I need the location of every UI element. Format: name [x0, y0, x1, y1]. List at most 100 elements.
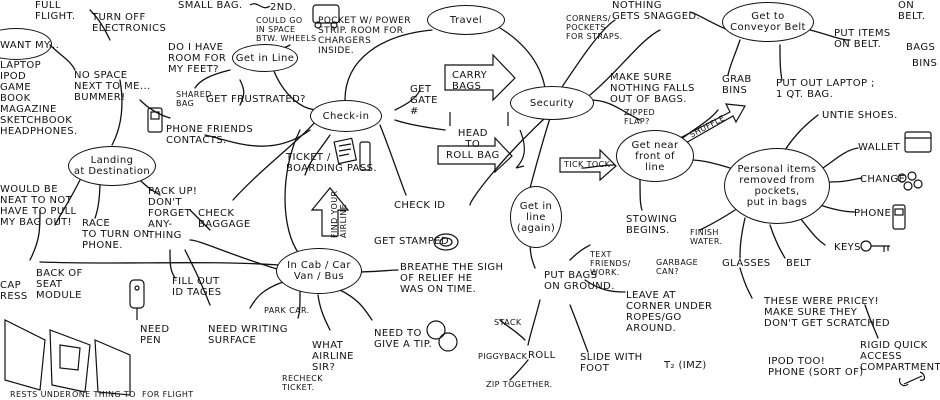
label-race: Race to turn on phone. [82, 218, 150, 251]
node-landing-label: Landing at Destination [73, 155, 151, 177]
label-breathe: Breathe the sigh of relief he was on tim… [400, 262, 504, 295]
label-belt: Belt [786, 258, 812, 269]
node-line-again-label: Get in line (again) [516, 200, 556, 234]
label-bags: Bags [906, 42, 936, 53]
label-put-laptop: Put out laptop ; 1 qt. bag. [776, 78, 875, 100]
node-checkin[interactable]: Check-in [310, 100, 382, 132]
wallet-icon [904, 131, 932, 153]
id-card-icon [359, 141, 371, 171]
label-tick-tock: Tick tock [564, 160, 611, 169]
wrench-icon [899, 371, 926, 387]
node-checkin-label: Check-in [322, 110, 370, 122]
label-for-flight: for flight [142, 390, 194, 399]
node-security[interactable]: Security [510, 86, 594, 120]
node-get-in-line[interactable]: Get in Line [232, 44, 298, 72]
label-small-bag: Small bag. [178, 0, 243, 11]
node-front-label: Get near front of line [631, 139, 679, 173]
ticket-icon [333, 137, 358, 165]
label-stowing: Stowing begins. [626, 214, 678, 236]
coins-icon [897, 171, 923, 191]
label-phone-friends: Phone friends contacts. [166, 124, 254, 146]
label-piggyback: Piggyback [478, 352, 528, 361]
label-text-friends: Text friends/ work. [590, 250, 631, 277]
label-get-gate: Get gate # [410, 84, 438, 117]
label-could-go: Could go in space btw. wheels [256, 16, 317, 43]
roll-bag-arrow-icon [437, 136, 513, 174]
node-landing[interactable]: Landing at Destination [68, 146, 156, 186]
label-pack-up: Pack up! Don't forget any- thing [148, 186, 198, 241]
label-find-gate: Find your airline [330, 190, 348, 238]
label-corners: Corners/ pockets for straps. [566, 14, 623, 41]
node-line-again[interactable]: Get in line (again) [510, 186, 562, 248]
label-shared: Shared bag [176, 90, 212, 108]
node-personal-label: Personal items removed from pockets, put… [737, 164, 817, 208]
label-would-be: Would be neat to not have to pull my bag… [0, 184, 77, 228]
label-what-airline: What airline sir? [312, 340, 354, 373]
luggage-tag-icon [129, 279, 145, 320]
label-wallet: Wallet [858, 142, 901, 153]
node-cab-label: In Cab / Car Van / Bus [287, 260, 351, 282]
label-glasses: Glasses [722, 258, 771, 269]
label-phone: Phone [854, 208, 892, 219]
label-on-belt: on belt. [898, 0, 926, 22]
label-change: Change [860, 174, 906, 185]
label-laptop-list: Laptop iPod Game Book Magazine Sketchboo… [0, 60, 78, 137]
label-check-baggage: Check baggage [198, 208, 251, 230]
top-scribble-icon [249, 3, 271, 9]
coin-tip-icon [426, 320, 458, 352]
node-conveyor[interactable]: Get to Conveyor Belt [722, 2, 814, 42]
label-pocket: Pocket w/ power strip. Room for chargers… [318, 16, 411, 56]
label-put-bags-ground: Put bags on ground. [544, 270, 615, 292]
label-cap-ress: Cap ress [0, 280, 28, 302]
label-rests-under: Rests under [10, 390, 72, 399]
label-get-stamped: Get Stamped [374, 236, 449, 247]
up-arrow-icon [310, 187, 350, 237]
node-cab[interactable]: In Cab / Car Van / Bus [276, 248, 362, 294]
label-t2-imz: T₂ (IMZ) [664, 360, 707, 371]
label-keys: Keys [834, 242, 861, 253]
label-stack: Stack [494, 318, 522, 327]
label-slide-foot: Slide with foot [580, 352, 643, 374]
label-roll: Roll [528, 350, 556, 361]
label-need-pen: Need pen [140, 324, 170, 346]
label-ticket: Ticket / Boarding Pass. [286, 152, 377, 174]
label-want-my: Want my... [0, 40, 60, 51]
label-bins: Bins [912, 58, 938, 69]
label-nothing-snagged: Nothing gets snagged. [612, 0, 701, 22]
tick-tock-arrow-icon [559, 148, 617, 182]
airplane-seats-icon [4, 319, 131, 396]
label-garbage: Garbage can? [656, 258, 699, 276]
label-leave-corner: Leave at corner under ropes/go around. [626, 290, 713, 334]
label-ipod-too: iPod too! Phone (sort of) [768, 356, 864, 378]
label-one-thing: One thing to [72, 390, 136, 399]
node-travel[interactable]: Travel [427, 5, 505, 35]
node-front-of-line[interactable]: Get near front of line [616, 130, 694, 182]
node-get-in-line-label: Get in Line [235, 52, 295, 64]
label-2nd: 2ND. [270, 2, 297, 13]
node-conveyor-label: Get to Conveyor Belt [730, 11, 806, 33]
label-zipped: Zipped flap? [624, 108, 656, 126]
node-security-label: Security [529, 97, 575, 109]
label-get-frustrated: Get frustrated? [206, 94, 306, 105]
shuffle-arrow-icon [679, 103, 746, 145]
key-icon [860, 240, 890, 252]
phone-icon [147, 107, 163, 133]
gate-arrow-icon [444, 53, 516, 102]
label-turn-off: Turn off electronics [92, 12, 167, 34]
label-recheck: Recheck ticket. [282, 374, 323, 392]
label-rigid: Rigid quick access compartment [860, 340, 940, 373]
label-fill-tags: Fill out ID tages [172, 276, 222, 298]
node-personal-items[interactable]: Personal items removed from pockets, put… [724, 148, 830, 224]
roll-arrows-icon [449, 112, 525, 169]
label-backseat: Back of seat module [36, 268, 83, 301]
label-check-id: Check ID [394, 200, 446, 211]
label-these-pricey: These were pricey! Make sure they don't … [764, 296, 891, 329]
mobile-phone-icon [892, 204, 906, 230]
label-untie-shoes: Untie shoes. [822, 110, 898, 121]
label-put-items: Put items on belt. [834, 28, 891, 50]
label-zip-together: Zip together. [486, 380, 553, 389]
label-carry-bags: Carry bags [452, 70, 488, 92]
